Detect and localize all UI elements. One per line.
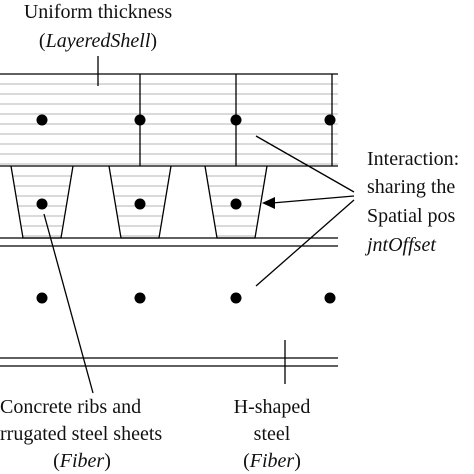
node-dot [324,292,336,304]
node-dot [36,114,48,126]
node-dot [230,198,242,210]
interaction-leader-top [255,135,355,193]
h-steel-label-line1: H-shaped [234,396,311,418]
ribs-label-line1: Concrete ribs and [0,396,141,418]
node-dot [134,292,146,304]
leader-lines [43,56,355,394]
node-dots [36,114,336,304]
interaction-leader-bottom [255,199,355,287]
interaction-label-line4: jntOffset [364,234,436,256]
node-dot [230,292,242,304]
h-steel-label-line2: steel [254,423,291,445]
interaction-label-line2: sharing the [367,176,455,198]
ribs-label-line3: (Fiber) [53,450,111,472]
h-steel-fiber-term: Fiber [249,450,295,472]
node-dot [134,198,146,210]
interaction-label-line1: Interaction: [367,148,459,170]
node-dot [134,114,146,126]
uniform-thickness-label: Uniform thickness [24,1,173,23]
interaction-leader-mid [271,195,355,204]
interaction-label-line3: Spatial pos [367,205,456,227]
node-dot [36,292,48,304]
node-dot [36,198,48,210]
uniform-thickness-type: (LayeredShell) [39,30,157,52]
ribs-label-line2: rrugated steel sheets [0,423,162,445]
ribs-fiber-term: Fiber [59,450,105,472]
node-dot [324,114,336,126]
h-steel-label-line3: (Fiber) [243,450,301,472]
slab-layer-lines [0,83,338,165]
interaction-arrowhead [262,197,275,209]
layered-shell-term: LayeredShell [45,30,151,52]
node-dot [230,114,242,126]
ribs-leader [43,213,94,394]
